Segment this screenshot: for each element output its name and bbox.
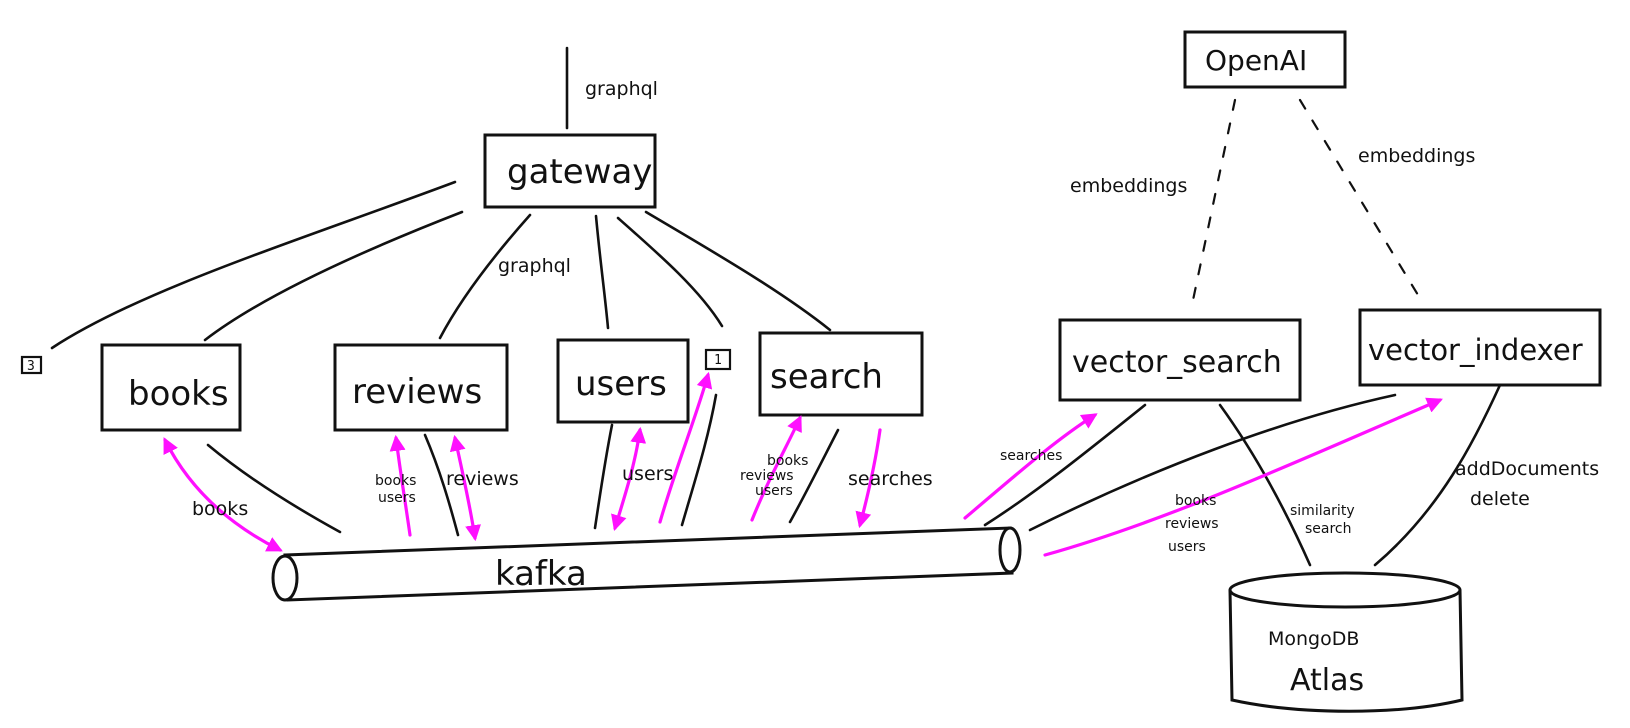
vector-search-input-arrow: [963, 413, 1098, 520]
search-input-label-1: books: [767, 453, 808, 469]
search-input-label-2: reviews: [740, 468, 794, 484]
small-box-left-label: 3: [27, 359, 35, 374]
gateway-node: gateway: [483, 133, 657, 209]
small-box-left: 3: [20, 355, 43, 375]
small-box-right-label: 1: [714, 353, 722, 368]
search-node: search: [758, 331, 924, 417]
reviews-input-label-1: books: [375, 473, 416, 489]
user-box-to-kafka-line: [680, 393, 718, 527]
gateway-to-reviews-line: [438, 213, 532, 340]
users-node: users: [556, 338, 690, 424]
mongodb-label-line1: MongoDB: [1268, 628, 1359, 650]
kafka-to-vector-indexer-line: [1028, 393, 1397, 532]
embeddings-right-label: embeddings: [1358, 145, 1475, 167]
vector-search-searches-label: searches: [1000, 448, 1062, 464]
kafka-label: kafka: [495, 554, 587, 594]
embeddings-line-right: [1298, 98, 1420, 297]
vector-indexer-input-label-3: users: [1168, 539, 1206, 555]
users-to-kafka-line: [593, 423, 614, 530]
graphql-top-label: graphql: [585, 78, 658, 100]
similarity-label-2: search: [1305, 521, 1352, 537]
books-label: books: [128, 374, 229, 414]
gateway-to-search-line: [644, 210, 832, 332]
delete-label: delete: [1470, 488, 1530, 510]
users-label: users: [575, 364, 667, 404]
add-documents-label: addDocuments: [1455, 458, 1599, 480]
search-label: search: [770, 357, 883, 397]
vector-indexer-input-label-1: books: [1175, 493, 1216, 509]
gateway-to-users-line: [594, 214, 610, 330]
reviews-node: reviews: [333, 343, 509, 432]
books-topic-arrow: [163, 437, 283, 552]
gateway-to-user-box-line: [616, 216, 724, 328]
users-topic-arrow: [611, 426, 647, 532]
user-box-input-arrow: [658, 371, 713, 524]
gateway-to-books-line: [203, 210, 464, 342]
vector-indexer-input-arrow: [1043, 397, 1443, 557]
kafka-cylinder: [271, 526, 1022, 602]
openai-label: OpenAI: [1205, 44, 1307, 77]
search-input-label-3: users: [755, 483, 793, 499]
vector-indexer-node: vector_indexer: [1358, 308, 1602, 387]
openai-node: OpenAI: [1183, 30, 1347, 89]
reviews-label: reviews: [352, 372, 482, 412]
searches-topic-arrow: [855, 428, 882, 529]
embeddings-line-left: [1190, 98, 1237, 307]
reviews-topic-arrow: [449, 434, 481, 542]
embeddings-left-label: embeddings: [1070, 175, 1187, 197]
reviews-topic-label: reviews: [446, 468, 519, 490]
similarity-label-1: similarity: [1290, 503, 1355, 519]
books-node: books: [100, 343, 242, 432]
vector-search-to-mongodb-line: [1218, 403, 1312, 567]
search-to-kafka-line: [788, 428, 840, 524]
reviews-input-label-2: users: [378, 490, 416, 506]
gateway-label: gateway: [507, 152, 652, 192]
connector-lines: [50, 46, 1502, 567]
mongodb-label-line2: Atlas: [1290, 663, 1364, 698]
vector-indexer-input-label-2: reviews: [1165, 516, 1219, 532]
vector-indexer-label: vector_indexer: [1368, 333, 1583, 367]
kafka-to-vector-search-line: [983, 403, 1147, 527]
vector-indexer-to-mongodb-line: [1373, 383, 1502, 567]
books-topic-label: books: [192, 498, 248, 520]
reviews-input-arrow: [389, 434, 412, 537]
searches-topic-label: searches: [848, 468, 933, 490]
small-box-right: 1: [704, 348, 732, 371]
event-arrows: [163, 371, 1443, 557]
vector-search-node: vector_search: [1058, 318, 1302, 402]
users-topic-label: users: [622, 463, 673, 485]
vector-search-label: vector_search: [1072, 345, 1282, 380]
search-input-arrow: [750, 415, 802, 522]
mongodb-cylinder: [1228, 571, 1464, 713]
gateway-to-small-box-line: [50, 180, 457, 350]
graphql-mid-label: graphql: [498, 255, 571, 277]
